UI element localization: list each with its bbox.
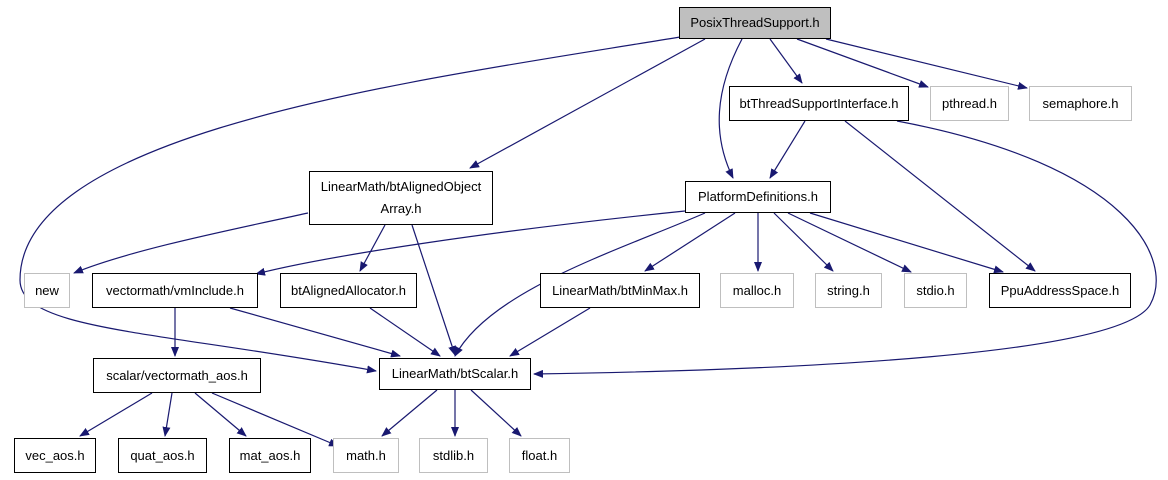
node-quat-aos[interactable]: quat_aos.h: [118, 438, 207, 473]
edge-vectormath-aos-to-quat-aos: [162, 392, 173, 437]
node-stdio: stdio.h: [904, 273, 967, 308]
edge-platform-to-ppu: [809, 212, 1004, 274]
edge-aligned-object-array-to-bt-scalar: [411, 224, 456, 356]
node-bt-thread-support-interface[interactable]: btThreadSupportInterface.h: [729, 86, 909, 121]
edge-posix-to-aligned-object-array: [469, 38, 706, 169]
edge-posix-to-bt-scalar: [19, 36, 681, 374]
edge-platform-to-stdio: [787, 212, 912, 273]
node-bt-aligned-allocator[interactable]: btAlignedAllocator.h: [280, 273, 417, 308]
node-platform-definitions[interactable]: PlatformDefinitions.h: [685, 181, 831, 213]
node-mat-aos[interactable]: mat_aos.h: [229, 438, 311, 473]
edge-platform-to-string: [773, 212, 834, 272]
edge-thread-support-interface-to-bt-scalar: [533, 120, 1157, 378]
edge-posix-to-pthread: [796, 38, 929, 88]
node-pthread: pthread.h: [930, 86, 1009, 121]
edge-platform-to-vm-include: [255, 210, 686, 276]
edge-platform-to-min-max: [644, 212, 736, 272]
node-float: float.h: [509, 438, 570, 473]
node-bt-aligned-object-array[interactable]: LinearMath/btAlignedObject Array.h: [309, 171, 493, 225]
node-vec-aos[interactable]: vec_aos.h: [14, 438, 96, 473]
edge-thread-support-interface-to-ppu: [844, 120, 1036, 272]
edge-allocator-to-bt-scalar: [369, 307, 441, 357]
node-vm-include[interactable]: vectormath/vmInclude.h: [92, 273, 258, 308]
node-bt-min-max[interactable]: LinearMath/btMinMax.h: [540, 273, 700, 308]
node-semaphore: semaphore.h: [1029, 86, 1132, 121]
node-math: math.h: [333, 438, 399, 473]
edge-aligned-object-array-to-new: [73, 212, 309, 274]
edge-bt-scalar-to-math: [381, 389, 438, 437]
node-posix-thread-support: PosixThreadSupport.h: [679, 7, 831, 39]
node-ppu-address-space[interactable]: PpuAddressSpace.h: [989, 273, 1131, 308]
node-stdlib: stdlib.h: [419, 438, 488, 473]
edge-bt-scalar-to-float: [470, 389, 522, 437]
edge-vm-include-to-bt-scalar: [229, 307, 401, 358]
node-malloc: malloc.h: [720, 273, 794, 308]
node-new: new: [24, 273, 70, 308]
edge-posix-to-thread-support-interface: [769, 38, 803, 84]
edge-min-max-to-bt-scalar: [509, 307, 591, 357]
edge-vectormath-aos-to-mat-aos: [194, 392, 247, 437]
edge-posix-to-platform-definitions: [718, 38, 743, 179]
node-scalar-vectormath-aos[interactable]: scalar/vectormath_aos.h: [93, 358, 261, 393]
node-string: string.h: [815, 273, 882, 308]
node-bt-scalar[interactable]: LinearMath/btScalar.h: [379, 358, 531, 390]
edge-vectormath-aos-to-math: [211, 392, 339, 447]
edge-posix-to-semaphore: [825, 38, 1028, 90]
edge-aligned-object-array-to-allocator: [359, 224, 386, 272]
edge-vectormath-aos-to-vec-aos: [79, 392, 153, 437]
edge-thread-support-interface-to-platform: [769, 120, 806, 179]
